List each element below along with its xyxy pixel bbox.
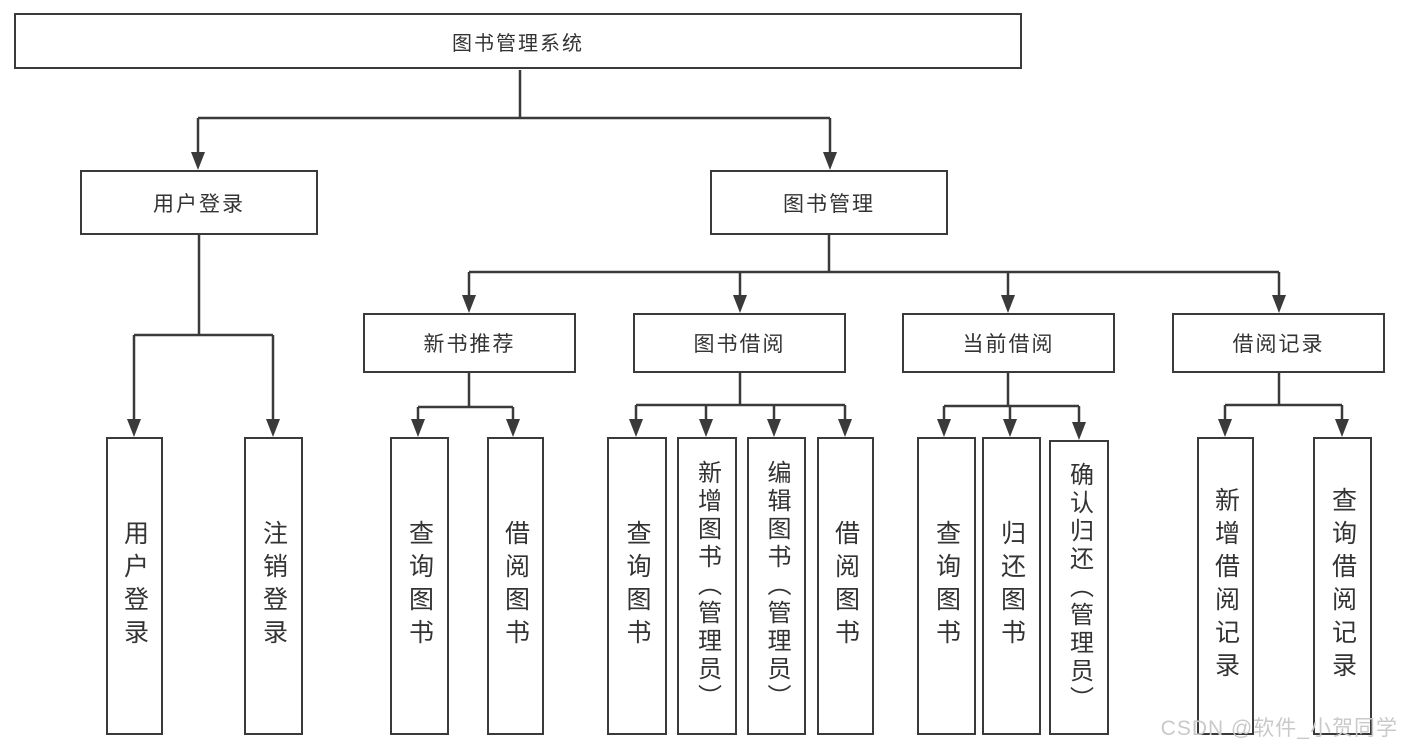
leaf-query-books-borrowing: 查询图书 (607, 437, 667, 735)
leaf-borrow-books: 借阅图书 (817, 437, 874, 735)
arrowhead-icon (1335, 419, 1349, 437)
arrowhead-icon (1001, 295, 1015, 313)
leaf-return-books: 归还图书 (982, 437, 1041, 735)
connector-borrow-records-branch (1223, 373, 1344, 421)
leaf-query-books-current: 查询图书 (917, 437, 976, 735)
leaf-query-books-recommend: 查询图书 (390, 437, 449, 735)
connector-current-borrow-branch (942, 373, 1081, 424)
arrowhead-icon (937, 419, 951, 437)
arrowhead-icon (1003, 419, 1017, 437)
node-book-management: 图书管理 (710, 170, 948, 235)
arrowhead-icon (767, 419, 781, 437)
node-book-borrowing: 图书借阅 (633, 313, 846, 373)
leaf-confirm-return-admin: 确认归还（管理员） (1049, 440, 1109, 735)
node-library-management-system: 图书管理系统 (14, 13, 1022, 69)
connector-book-borrow-branch (634, 373, 847, 421)
arrowhead-icon (1272, 295, 1286, 313)
connector-new-book-branch (416, 373, 515, 421)
arrowhead-icon (411, 419, 425, 437)
arrowhead-icon (127, 419, 141, 437)
arrowhead-icon (266, 419, 280, 437)
arrowhead-icon (733, 295, 747, 313)
node-user-login: 用户登录 (80, 170, 318, 235)
watermark: CSDN @软件_小贺同学 (1160, 717, 1398, 740)
arrowhead-icon (838, 419, 852, 437)
arrowhead-icon (823, 152, 837, 170)
arrowhead-icon (506, 419, 520, 437)
arrowhead-icon (629, 419, 643, 437)
leaf-add-books-admin: 新增图书（管理员） (677, 437, 737, 735)
arrowhead-icon (462, 295, 476, 313)
leaf-add-borrow-record: 新增借阅记录 (1197, 437, 1254, 735)
arrowhead-icon (1218, 419, 1232, 437)
leaf-user-login: 用户登录 (106, 437, 163, 735)
connector-user-login-branch (132, 235, 275, 421)
leaf-logout: 注销登录 (244, 437, 303, 735)
arrowhead-icon (1072, 422, 1086, 440)
arrowhead-icon (191, 152, 205, 170)
leaf-borrow-books-recommend: 借阅图书 (487, 437, 544, 735)
leaf-query-borrow-record: 查询借阅记录 (1313, 437, 1372, 735)
node-current-borrowing: 当前借阅 (902, 313, 1115, 373)
node-borrowing-records: 借阅记录 (1172, 313, 1385, 373)
connector-root-to-level2 (196, 70, 832, 154)
connector-book-management-branch (467, 235, 1281, 297)
node-new-book-recommendation: 新书推荐 (363, 313, 576, 373)
arrowhead-icon (699, 419, 713, 437)
leaf-edit-books-admin: 编辑图书（管理员） (747, 437, 806, 735)
